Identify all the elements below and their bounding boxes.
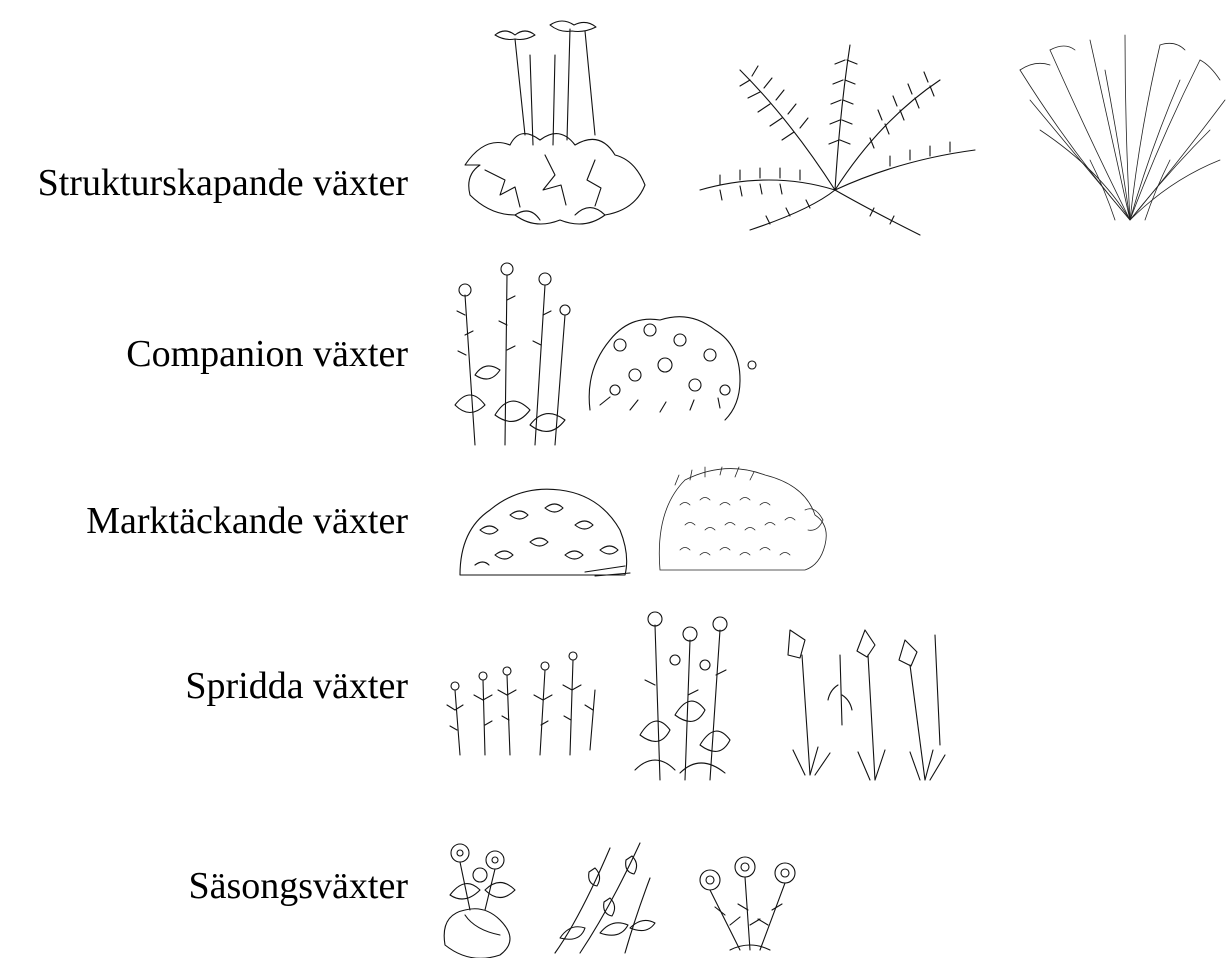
groundcover-dense-illustration bbox=[655, 465, 830, 580]
flower-with-bulb-leaf-illustration bbox=[440, 835, 525, 958]
hanging-bell-illustration bbox=[540, 838, 665, 958]
row-label-marktackande: Marktäckande växter bbox=[86, 502, 408, 540]
aster-clump-illustration bbox=[690, 855, 815, 958]
row-label-sasong: Säsongsväxter bbox=[188, 867, 408, 905]
umbellifer-plant-illustration bbox=[455, 15, 665, 240]
bellflower-illustration bbox=[780, 625, 950, 785]
tall-flower-spike-illustration bbox=[445, 255, 575, 450]
row-label-strukturskapande: Strukturskapande växter bbox=[38, 164, 408, 202]
row-label-companion: Companion växter bbox=[126, 335, 408, 373]
fern-plant-illustration bbox=[690, 40, 980, 240]
groundcover-mound-illustration bbox=[455, 480, 635, 585]
row-label-spridda: Spridda växter bbox=[185, 667, 408, 705]
tall-daisy-illustration bbox=[630, 605, 740, 785]
cushion-flower-illustration bbox=[580, 300, 760, 425]
ornamental-grass-illustration bbox=[1010, 30, 1230, 225]
scattered-stems-illustration bbox=[445, 650, 605, 760]
